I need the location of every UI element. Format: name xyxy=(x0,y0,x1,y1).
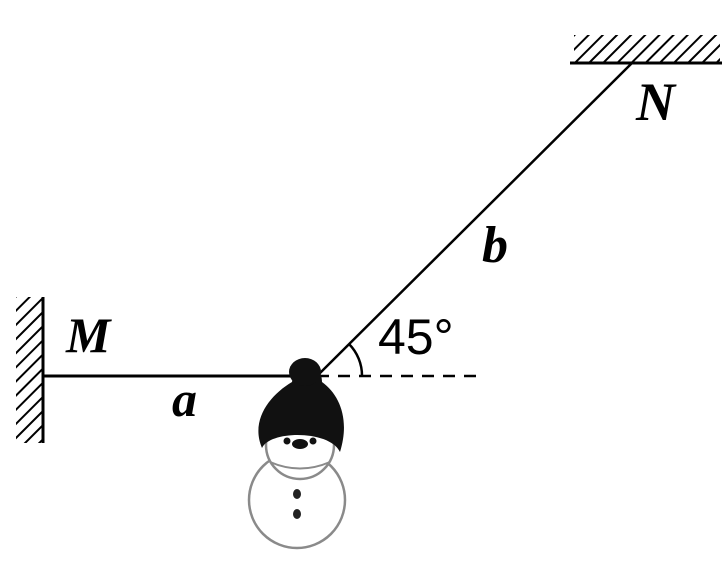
label-rope-b: b xyxy=(482,217,508,274)
label-angle: 45° xyxy=(378,309,454,365)
label-wall-m: M xyxy=(65,307,112,363)
rope-b xyxy=(316,62,633,377)
label-rope-a: a xyxy=(172,371,197,427)
label-ceiling-n: N xyxy=(635,72,677,132)
snowman-icon xyxy=(247,358,347,550)
angle-arc xyxy=(348,343,364,377)
wall-left xyxy=(16,297,45,443)
ceiling-right xyxy=(570,35,722,65)
